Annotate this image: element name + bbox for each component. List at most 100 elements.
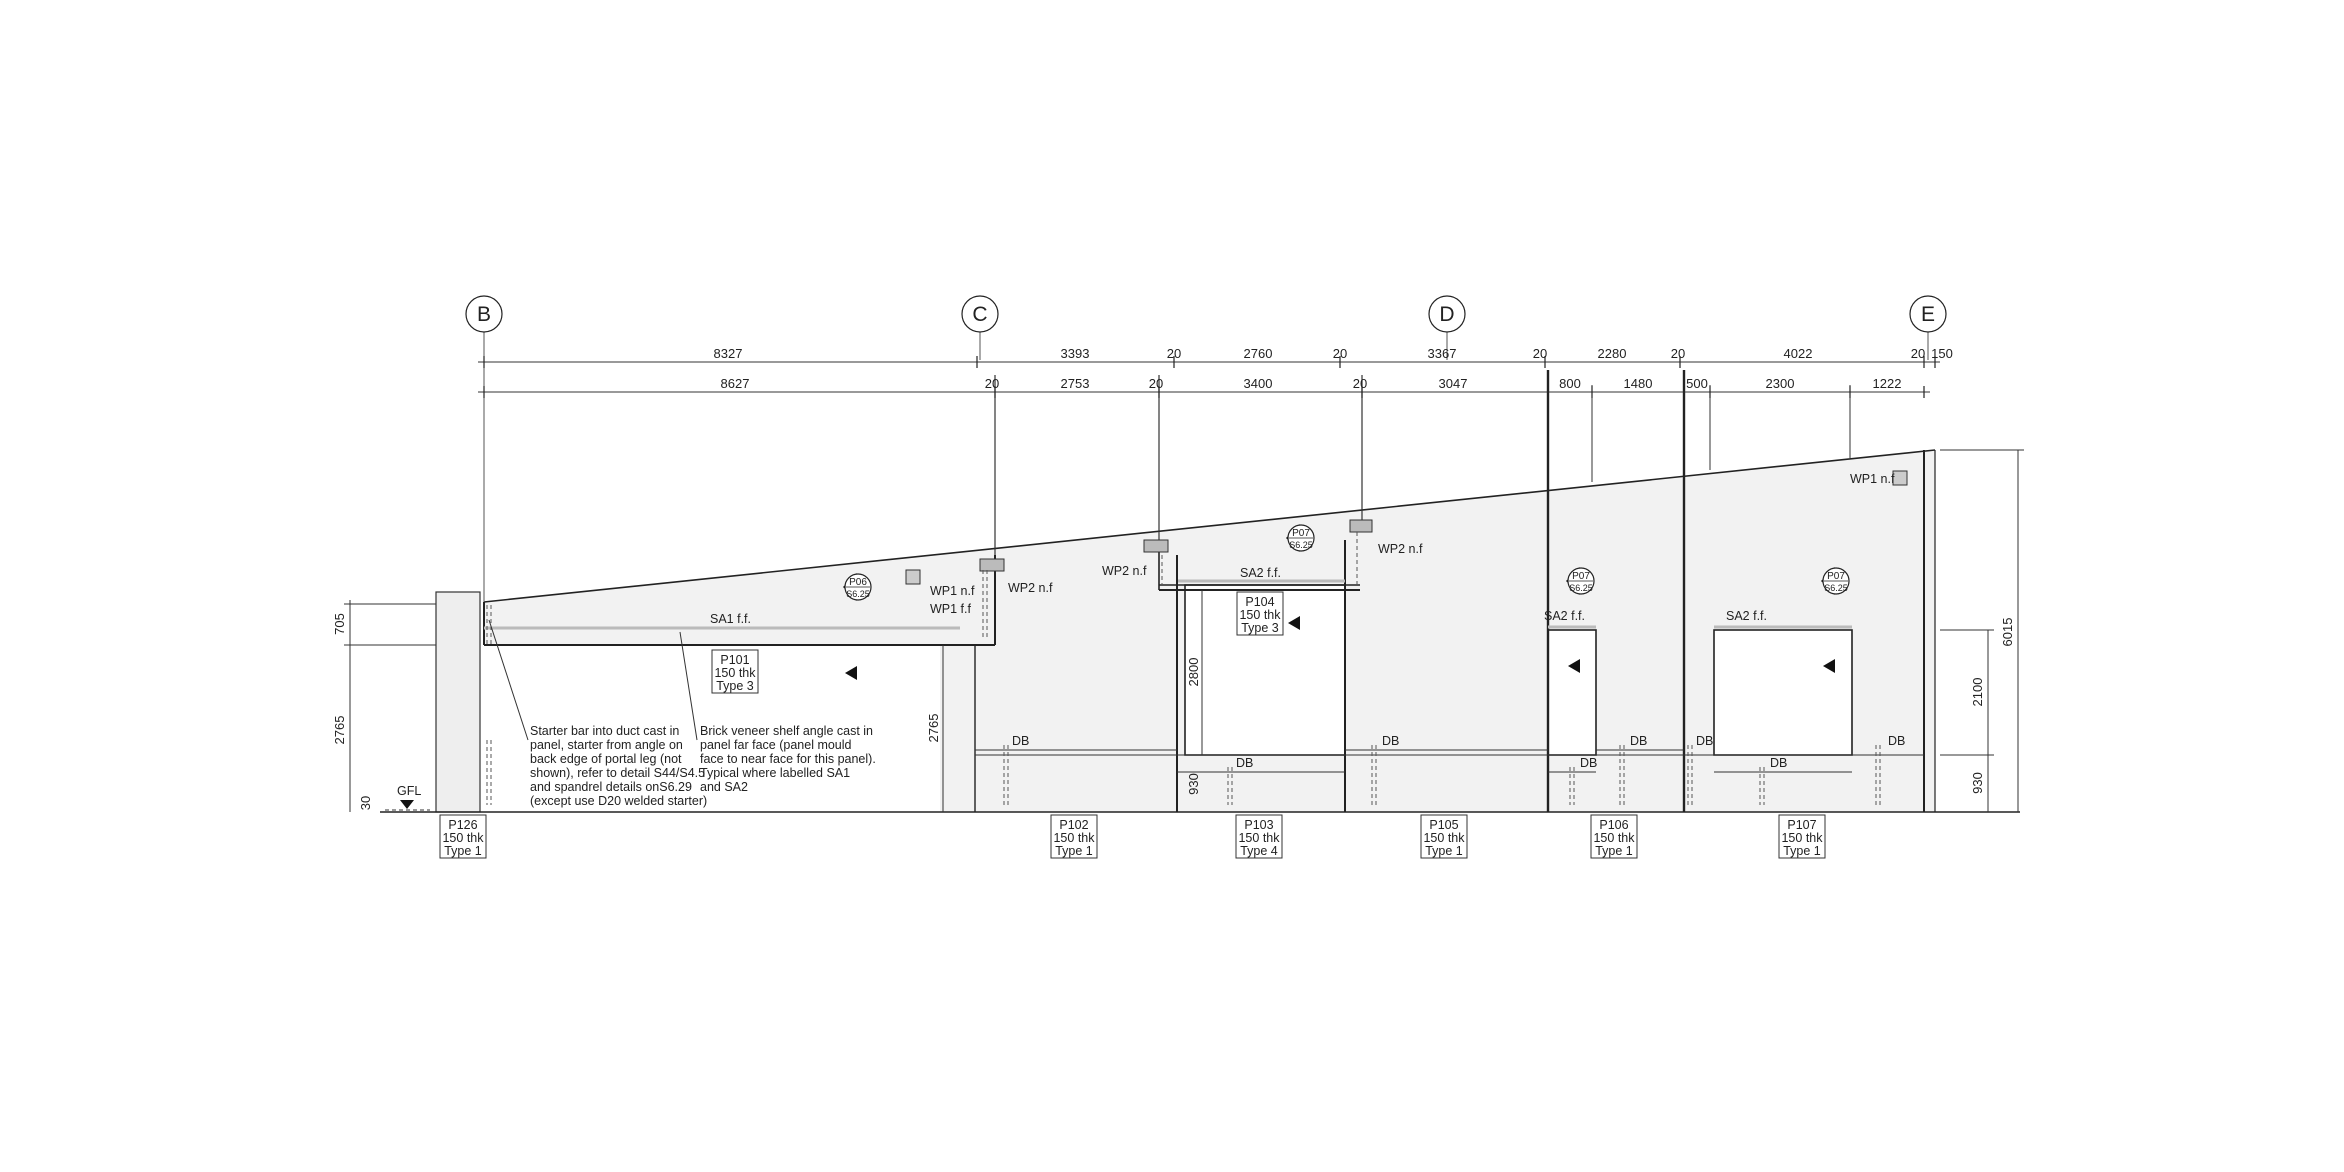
grid-bubble-d: D xyxy=(1428,295,1466,333)
dim-top-8327: 8327 xyxy=(714,346,743,361)
note-starter-line5: and spandrel details onS6.29 xyxy=(530,780,692,794)
note-veneer: Brick veneer shelf angle cast in panel f… xyxy=(700,724,879,794)
db-label-p106a: DB xyxy=(1580,756,1597,770)
dim-2-500: 500 xyxy=(1686,376,1708,391)
dim-top-2280: 2280 xyxy=(1598,346,1627,361)
note-starter-line3: back edge of portal leg (not xyxy=(530,752,682,766)
panel-tag-p103-thk: 150 thk xyxy=(1238,831,1280,845)
dowel-marks xyxy=(486,532,1881,805)
dim-2-2753: 2753 xyxy=(1061,376,1090,391)
dim-2-20b: 20 xyxy=(1149,376,1163,391)
leader-veneer xyxy=(679,631,698,741)
db-label-p102: DB xyxy=(1012,734,1029,748)
sa2-label-p104: SA2 f.f. xyxy=(1240,566,1281,580)
note-starter-line6: (except use D20 welded starter) xyxy=(530,794,707,808)
panel-tag-p107-type: Type 1 xyxy=(1783,844,1821,858)
lift-arrow-p104 xyxy=(1288,616,1300,630)
dim-2-1480: 1480 xyxy=(1624,376,1653,391)
grid-label-d: D xyxy=(1439,303,1454,326)
panel-tag-p102-type: Type 1 xyxy=(1055,844,1093,858)
panel-tag-p102: P102 150 thk Type 1 xyxy=(1050,814,1098,859)
panel-tag-p101: P101 150 thk Type 3 xyxy=(711,649,759,694)
grid-label-c: C xyxy=(972,303,987,326)
dim-2-20c: 20 xyxy=(1353,376,1367,391)
dim-top-4022: 4022 xyxy=(1784,346,1813,361)
note-veneer-line2: panel far face (panel mould xyxy=(700,738,852,752)
opening-p106 xyxy=(1547,629,1597,756)
section-marker-p06-ref: S6.25 xyxy=(846,589,870,599)
dim-top-20b: 20 xyxy=(1333,346,1347,361)
panel-tag-p106-type: Type 1 xyxy=(1595,844,1633,858)
dim-right-930: 930 xyxy=(1970,772,1985,794)
dim-top-20d: 20 xyxy=(1671,346,1685,361)
dim-ticks xyxy=(483,356,1936,398)
wp1-nf-label-e: WP1 n.f xyxy=(1850,472,1895,486)
dim-opening-height: 2800 xyxy=(1186,658,1201,687)
panel-tag-p105-type: Type 1 xyxy=(1425,844,1463,858)
opening-p107 xyxy=(1713,629,1853,756)
dim-2-3400: 3400 xyxy=(1244,376,1273,391)
grid-bubble-e: E xyxy=(1909,295,1947,333)
section-marker-p06-id: P06 xyxy=(849,577,867,588)
panel-tag-p126-thk: 150 thk xyxy=(442,831,484,845)
wp2-box-d xyxy=(1349,519,1373,533)
panel-tag-p103-id: P103 xyxy=(1244,818,1273,832)
section-marker-p07-c-ref: S6.25 xyxy=(1824,583,1848,593)
panel-tag-p104-thk: 150 thk xyxy=(1239,608,1281,622)
section-marker-p07-a-id: P07 xyxy=(1292,528,1310,539)
dim-top-2760: 2760 xyxy=(1244,346,1273,361)
grid-label-b: B xyxy=(477,303,491,326)
section-marker-p07-b-id: P07 xyxy=(1572,571,1590,582)
panel-tag-p101-thk: 150 thk xyxy=(714,666,756,680)
panel-tag-p104-id: P104 xyxy=(1245,595,1274,609)
panel-tag-p103-type: Type 4 xyxy=(1240,844,1278,858)
note-starter-line4: shown), refer to detail S44/S4.5 xyxy=(530,766,705,780)
wp1-nf-box-e xyxy=(1892,470,1908,486)
section-marker-p07-b-ref: S6.25 xyxy=(1569,583,1593,593)
note-veneer-line3: face to near face for this panel). xyxy=(700,752,876,766)
note-starter-line2: panel, starter from angle on xyxy=(530,738,683,752)
panel-tag-p105-thk: 150 thk xyxy=(1423,831,1465,845)
section-marker-p07-c-id: P07 xyxy=(1827,571,1845,582)
db-label-p107a: DB xyxy=(1696,734,1713,748)
dim-top-20e: 20 xyxy=(1911,346,1925,361)
dim-top-20c: 20 xyxy=(1533,346,1547,361)
roof-slope xyxy=(483,449,1936,603)
section-marker-p07-b: P07 S6.25 xyxy=(1566,567,1595,595)
dim-c-height: 2765 xyxy=(926,714,941,743)
dim-2-8627: 8627 xyxy=(721,376,750,391)
panel-fill-p126 xyxy=(435,591,481,813)
panel-tag-p103: P103 150 thk Type 4 xyxy=(1235,814,1283,859)
dim-left-2765: 2765 xyxy=(332,716,347,745)
panel-tag-p105: P105 150 thk Type 1 xyxy=(1420,814,1468,859)
dim-top-3367: 3367 xyxy=(1428,346,1457,361)
sa2-label-p106: SA2 f.f. xyxy=(1544,609,1585,623)
grid-bubble-b: B xyxy=(465,295,503,333)
panel-tag-p107: P107 150 thk Type 1 xyxy=(1778,814,1826,859)
section-marker-p07-a: P07 S6.25 xyxy=(1286,524,1315,552)
note-veneer-line1: Brick veneer shelf angle cast in xyxy=(700,724,873,738)
panel-tag-p106-thk: 150 thk xyxy=(1593,831,1635,845)
grid-label-e: E xyxy=(1921,303,1935,326)
wp1-ff-label: WP1 f.f xyxy=(930,602,972,616)
panel-tag-p104-type: Type 3 xyxy=(1241,621,1279,635)
dim-left-30: 30 xyxy=(358,796,373,810)
db-label-p106b: DB xyxy=(1630,734,1647,748)
dim-2-3047: 3047 xyxy=(1439,376,1468,391)
panel-tag-p101-type: Type 3 xyxy=(716,679,754,693)
section-marker-p07-a-ref: S6.25 xyxy=(1289,540,1313,550)
panel-tag-p107-thk: 150 thk xyxy=(1781,831,1823,845)
dim-top-150: 150 xyxy=(1931,346,1953,361)
panel-tag-p102-id: P102 xyxy=(1059,818,1088,832)
dim-right-2100: 2100 xyxy=(1970,678,1985,707)
panel-tag-p102-thk: 150 thk xyxy=(1053,831,1095,845)
dim-2-2300: 2300 xyxy=(1766,376,1795,391)
dim-top-3393: 3393 xyxy=(1061,346,1090,361)
panel-tag-p104: P104 150 thk Type 3 xyxy=(1236,591,1284,636)
panel-tag-p126-type: Type 1 xyxy=(444,844,482,858)
sa2-label-p107: SA2 f.f. xyxy=(1726,609,1767,623)
lift-arrow-p106 xyxy=(1568,659,1580,673)
dim-2-800: 800 xyxy=(1559,376,1581,391)
panel-tag-p126-id: P126 xyxy=(448,818,477,832)
dim-right-6015: 6015 xyxy=(2000,618,2015,647)
